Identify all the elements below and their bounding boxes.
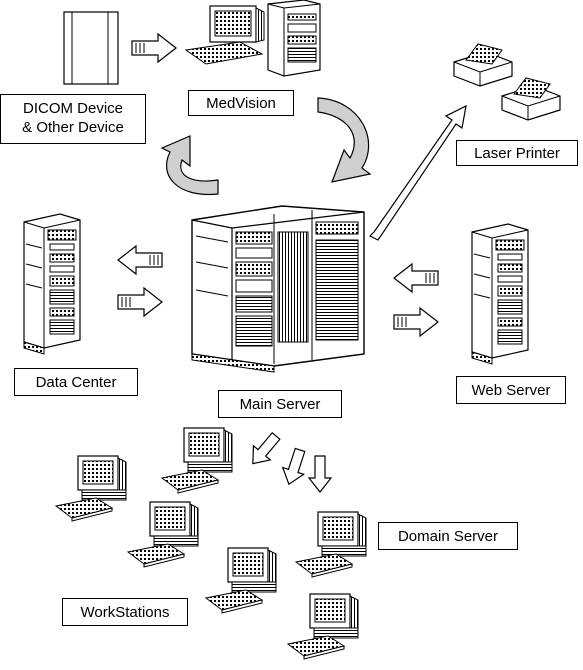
dicom-device-icon xyxy=(63,11,119,85)
workstation-icon xyxy=(55,455,127,522)
laser-printer-label: Laser Printer xyxy=(456,140,578,166)
main-to-datacenter-arrow xyxy=(117,245,163,275)
main-server-icon xyxy=(191,205,365,373)
dicom-device-label: DICOM Device & Other Device xyxy=(0,94,146,144)
main-to-ws-arrow-3 xyxy=(308,455,332,493)
server-to-printer-arrow xyxy=(368,104,467,241)
web-to-main-arrow xyxy=(393,263,439,293)
medvision-label: MedVision xyxy=(188,90,294,116)
main-to-ws-arrow-2 xyxy=(277,446,312,489)
data-center-server-icon xyxy=(23,213,81,355)
laser-printer-icon xyxy=(453,43,561,121)
domain-server-label: Domain Server xyxy=(378,522,518,550)
datacenter-to-main-arrow xyxy=(117,287,163,317)
workstations-label: WorkStations xyxy=(62,598,188,626)
dicom-label-line2: & Other Device xyxy=(22,119,124,136)
workstation-icon xyxy=(127,501,199,568)
dicom-to-medvision-arrow xyxy=(131,33,177,63)
main-to-ws-arrow-1 xyxy=(243,428,286,472)
workstation-icon xyxy=(205,547,277,614)
data-center-label: Data Center xyxy=(14,368,138,396)
main-to-web-arrow xyxy=(393,307,439,337)
web-server-icon xyxy=(471,223,529,365)
medvision-workstation-icon xyxy=(184,0,321,77)
workstation-icon xyxy=(287,593,359,660)
main-server-label: Main Server xyxy=(218,390,342,418)
domain-server-workstation-icon xyxy=(295,511,367,578)
cycle-arrow-up xyxy=(160,135,219,196)
workstation-icon xyxy=(161,427,233,494)
cycle-arrow-down xyxy=(317,97,372,183)
dicom-label-line1: DICOM Device xyxy=(22,100,123,117)
web-server-label: Web Server xyxy=(456,376,566,404)
